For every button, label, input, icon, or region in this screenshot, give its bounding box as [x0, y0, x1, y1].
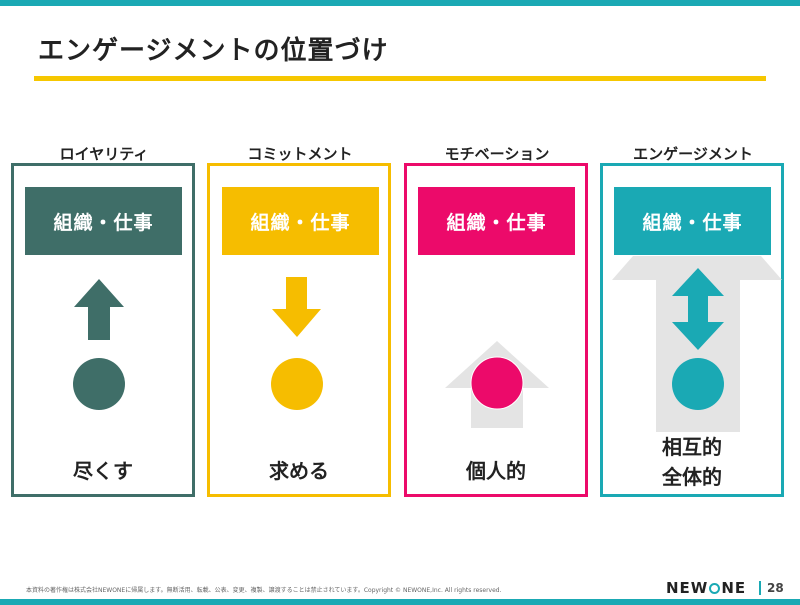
- up-arrow-icon: [74, 279, 124, 340]
- double-arrow-icon: [672, 268, 724, 350]
- bottom-accent-bar: [0, 599, 800, 605]
- org-box-commitment: 組織・仕事: [222, 187, 379, 255]
- caption-engagement-line2: 全体的: [662, 465, 722, 489]
- caption-motivation: 個人的: [466, 459, 526, 483]
- org-box-motivation: 組織・仕事: [418, 187, 575, 255]
- page-number: 28: [767, 581, 784, 595]
- down-arrow-icon: [272, 277, 321, 337]
- individual-circle: [73, 358, 125, 410]
- caption-loyalty: 尽くす: [73, 459, 133, 483]
- individual-circle: [470, 356, 524, 410]
- copyright-note: 本資料の著作権は株式会社NEWONEに帰属します。無断活用、転載、公表、変更、複…: [26, 587, 502, 594]
- org-box-loyalty: 組織・仕事: [25, 187, 182, 255]
- caption-commitment: 求める: [269, 459, 329, 483]
- column-label-motivation: モチベーション: [444, 145, 550, 163]
- page-separator: [759, 581, 761, 595]
- newone-logo: NEW NE: [666, 579, 746, 597]
- slide-title: エンゲージメントの位置づけ: [38, 36, 389, 66]
- column-label-commitment: コミットメント: [247, 145, 353, 163]
- caption-engagement-line1: 相互的: [662, 435, 722, 459]
- org-box-engagement: 組織・仕事: [614, 187, 771, 255]
- logo-text: NE: [721, 579, 747, 597]
- title-underline: [34, 76, 766, 81]
- column-label-loyalty: ロイヤリティ: [59, 145, 149, 163]
- individual-circle: [672, 358, 724, 410]
- logo-o-icon: [709, 582, 721, 594]
- individual-circle: [271, 358, 323, 410]
- top-accent-bar: [0, 0, 800, 6]
- logo-text: NEW: [666, 579, 709, 597]
- column-label-engagement: エンゲージメント: [633, 145, 753, 163]
